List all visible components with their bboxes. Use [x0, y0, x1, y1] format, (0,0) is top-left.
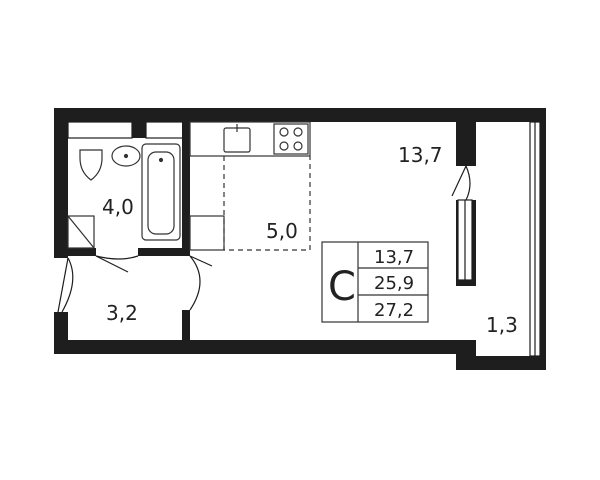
kitchen-fixtures — [189, 121, 311, 251]
interior-walls — [68, 122, 190, 340]
bathroom-fixtures — [67, 143, 181, 249]
summary-table — [321, 241, 429, 323]
doors — [57, 165, 471, 313]
summary-total-area: 25,9 — [374, 273, 414, 294]
kitchen-area: 5,0 — [266, 219, 298, 243]
windows — [67, 121, 541, 357]
bathtub-icon — [141, 143, 181, 241]
sink-icon — [111, 145, 141, 167]
stove-icon — [273, 123, 309, 155]
summary-living-area: 13,7 — [374, 247, 414, 268]
hall-area: 3,2 — [106, 301, 138, 325]
bathroom-area: 4,0 — [102, 195, 134, 219]
balcony-area: 1,3 — [486, 313, 518, 337]
washer-icon — [67, 215, 95, 249]
toilet-icon — [79, 149, 103, 181]
summary-total-with-balcony: 27,2 — [374, 300, 414, 321]
outer-walls — [54, 108, 546, 370]
apartment-type-letter: C — [328, 264, 356, 310]
living-room-area: 13,7 — [398, 143, 443, 167]
